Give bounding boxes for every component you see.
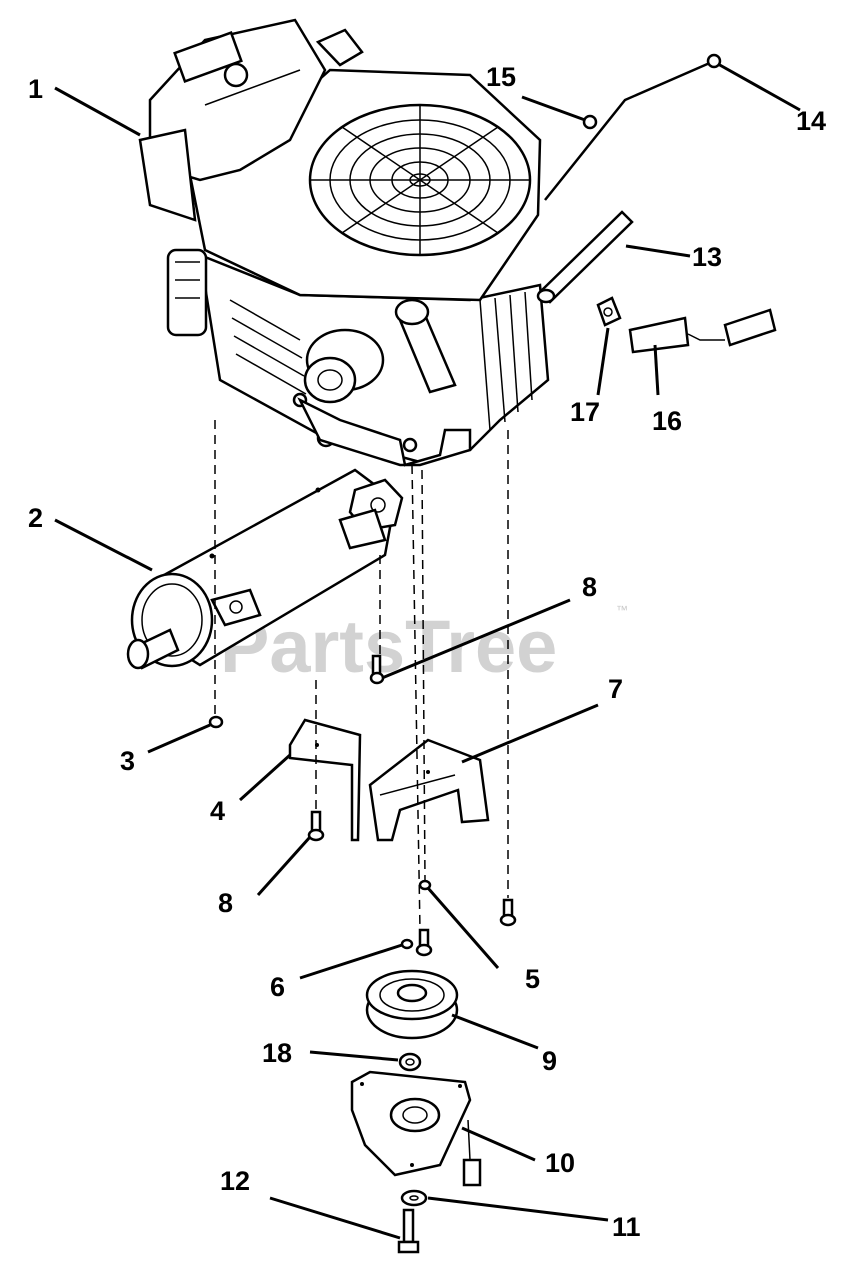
engine-part[interactable]: [138, 18, 550, 467]
callout-3: 3: [120, 746, 135, 776]
bolt-part-12[interactable]: [397, 1208, 420, 1254]
bolt-part-8a[interactable]: [369, 654, 385, 685]
callout-13: 13: [692, 242, 722, 272]
callout-8-lower: 8: [218, 888, 233, 918]
fuel-filter-part-16[interactable]: [628, 308, 777, 354]
bracket-part-7[interactable]: [368, 738, 490, 842]
callout-14: 14: [796, 106, 826, 136]
washer-part-11[interactable]: [400, 1189, 428, 1207]
pto-clutch-part-10[interactable]: [350, 1070, 482, 1187]
alignment-lines: [214, 420, 509, 931]
hose-clamp-part-15[interactable]: [582, 114, 598, 130]
crankshaft-bolt[interactable]: [415, 928, 433, 957]
trademark-symbol: ™: [616, 603, 628, 617]
callout-12: 12: [220, 1166, 250, 1196]
callout-17: 17: [570, 397, 600, 427]
leader-lines: [54, 62, 801, 1240]
callout-7: 7: [608, 674, 623, 704]
callout-6: 6: [270, 972, 285, 1002]
callout-16: 16: [652, 406, 682, 436]
callout-2: 2: [28, 503, 43, 533]
throttle-rod-part-14[interactable]: [544, 53, 722, 201]
callout-15: 15: [486, 62, 516, 92]
fuel-hose-part-13[interactable]: [536, 210, 634, 304]
callout-4: 4: [210, 796, 225, 826]
callout-18: 18: [262, 1038, 292, 1068]
callout-1: 1: [28, 74, 43, 104]
callout-10: 10: [545, 1148, 575, 1178]
key-part-6[interactable]: [400, 938, 414, 950]
callout-5: 5: [525, 964, 540, 994]
fuel-clamp-part-17[interactable]: [596, 296, 622, 327]
bolt-engine-mount[interactable]: [499, 898, 517, 927]
callout-9: 9: [542, 1046, 557, 1076]
callout-8-upper: 8: [582, 572, 597, 602]
washer-part-5[interactable]: [418, 879, 432, 891]
bolt-part-8b[interactable]: [307, 810, 325, 842]
callout-11: 11: [612, 1212, 641, 1242]
spacer-part-18[interactable]: [398, 1052, 422, 1072]
pulley-part-9[interactable]: [365, 969, 459, 1040]
heat-shield-part-4[interactable]: [288, 718, 362, 842]
callout-labels: 1 2 3 4 5 6 7 8 8 9 10 11 12 13 14 15 16…: [28, 62, 826, 1242]
lock-nut-part-3[interactable]: [208, 715, 224, 729]
